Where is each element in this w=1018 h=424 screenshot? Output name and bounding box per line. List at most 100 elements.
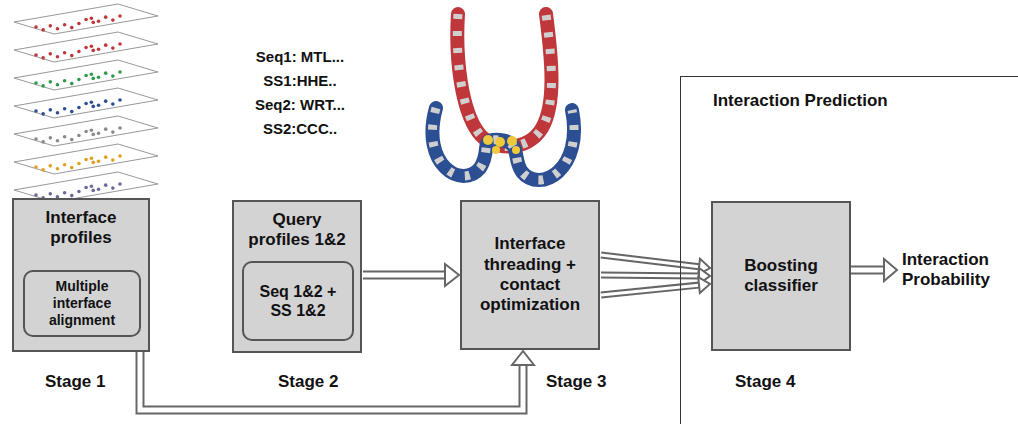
process-box: Multiple interface alignment [23, 270, 141, 337]
box-heading: Interaction Prediction [707, 91, 1018, 111]
group-box: Interface profilesMultiple interface ali… [12, 198, 150, 352]
profile-dot [97, 75, 101, 79]
profile-dot [70, 166, 74, 170]
profile-dot [56, 111, 60, 115]
sequence-label: Seq1: MTL... [256, 48, 344, 66]
profile-dot [118, 14, 122, 18]
protein-complex [432, 14, 574, 180]
profile-dot [118, 154, 122, 158]
box-label: Seq 1&2 + SS 1&2 [244, 282, 352, 320]
profile-dot [84, 130, 88, 134]
profile-dot [84, 46, 88, 50]
profile-plane [14, 144, 158, 174]
arrow-shaft [601, 255, 701, 267]
profile-dot [41, 84, 45, 88]
box-label: Boosting classifier [713, 256, 849, 297]
profile-dot [118, 70, 122, 74]
profile-dot [97, 131, 101, 135]
chain-residues [432, 108, 574, 180]
sequence-label: SS1:HHE.. [263, 72, 336, 90]
profile-dot [90, 129, 94, 133]
profile-dot [84, 102, 88, 106]
profile-dot [70, 194, 74, 198]
process-box: Boosting classifier [711, 201, 851, 351]
profile-plane [14, 60, 158, 90]
arrow-head [698, 277, 710, 293]
output-arrow [851, 259, 897, 281]
profile-dot [34, 53, 38, 57]
profile-dot [63, 163, 67, 167]
profile-dot [118, 182, 122, 186]
profile-dot [91, 105, 95, 109]
output-label: Interaction Probability [902, 250, 1014, 291]
interface-residue [495, 137, 505, 147]
profile-dot [70, 54, 74, 58]
profile-dot [111, 186, 115, 190]
profile-dot [77, 134, 81, 138]
profile-dot [90, 101, 94, 105]
arrow-shaft [140, 352, 523, 410]
profile-dot [41, 140, 45, 144]
profile-dot [104, 43, 108, 47]
box-heading: Interface profiles [14, 208, 148, 249]
arrow-shaft [601, 285, 701, 295]
group-box: Query profiles 1&2Seq 1&2 + SS 1&2 [232, 200, 362, 353]
profile-dot [56, 139, 60, 143]
profile-dot [97, 103, 101, 107]
box-label: Multiple interface alignment [25, 278, 139, 328]
profile-dot [84, 186, 88, 190]
profile-dot [49, 136, 53, 140]
profile-dot [49, 164, 53, 168]
chain-residues [457, 14, 551, 147]
arrow-shaft [851, 268, 886, 273]
profile-dot [77, 106, 81, 110]
arrow-head [884, 259, 897, 281]
profile-dot [77, 22, 81, 26]
profile-dot [97, 159, 101, 163]
profile-dot [49, 52, 53, 56]
arrow-head [512, 351, 534, 365]
profile-dot [70, 138, 74, 142]
profile-dot [77, 190, 81, 194]
profile-dot [104, 155, 108, 159]
profile-dot [111, 102, 115, 106]
profile-dot [63, 191, 67, 195]
interface-residue [507, 136, 517, 146]
profile-dot [63, 107, 67, 111]
box-heading: Query profiles 1&2 [234, 210, 360, 251]
profile-dot [111, 18, 115, 22]
profile-dot [91, 49, 95, 53]
profile-dot [84, 74, 88, 78]
profile-dot [91, 189, 95, 193]
sequence-label: Seq2: WRT... [255, 96, 345, 114]
profile-dot [111, 46, 115, 50]
profile-dot [49, 192, 53, 196]
profile-dot [49, 24, 53, 28]
flow-arrow [363, 264, 459, 286]
profile-dot [56, 27, 60, 31]
profile-dot [97, 187, 101, 191]
arrow-head [445, 264, 459, 286]
profile-dot [34, 193, 38, 197]
profile-dot [77, 50, 81, 54]
profile-dot [49, 80, 53, 84]
profile-dot [104, 15, 108, 19]
profile-dot [90, 45, 94, 49]
profile-dot [63, 135, 67, 139]
profile-dot [104, 71, 108, 75]
profile-stack [14, 4, 158, 202]
arrow-shaft [363, 273, 447, 278]
profile-dot [90, 73, 94, 77]
box-label: Interface threading + contact optimizati… [462, 234, 598, 316]
profile-dot [90, 17, 94, 21]
profile-dot [63, 51, 67, 55]
profile-dot [56, 83, 60, 87]
profile-dot [111, 158, 115, 162]
profile-dot [90, 157, 94, 161]
profile-dot [91, 133, 95, 137]
profile-dot [111, 130, 115, 134]
profile-dot [84, 158, 88, 162]
process-box: Interface threading + contact optimizati… [460, 200, 600, 350]
profile-dot [91, 161, 95, 165]
profile-dot [56, 55, 60, 59]
